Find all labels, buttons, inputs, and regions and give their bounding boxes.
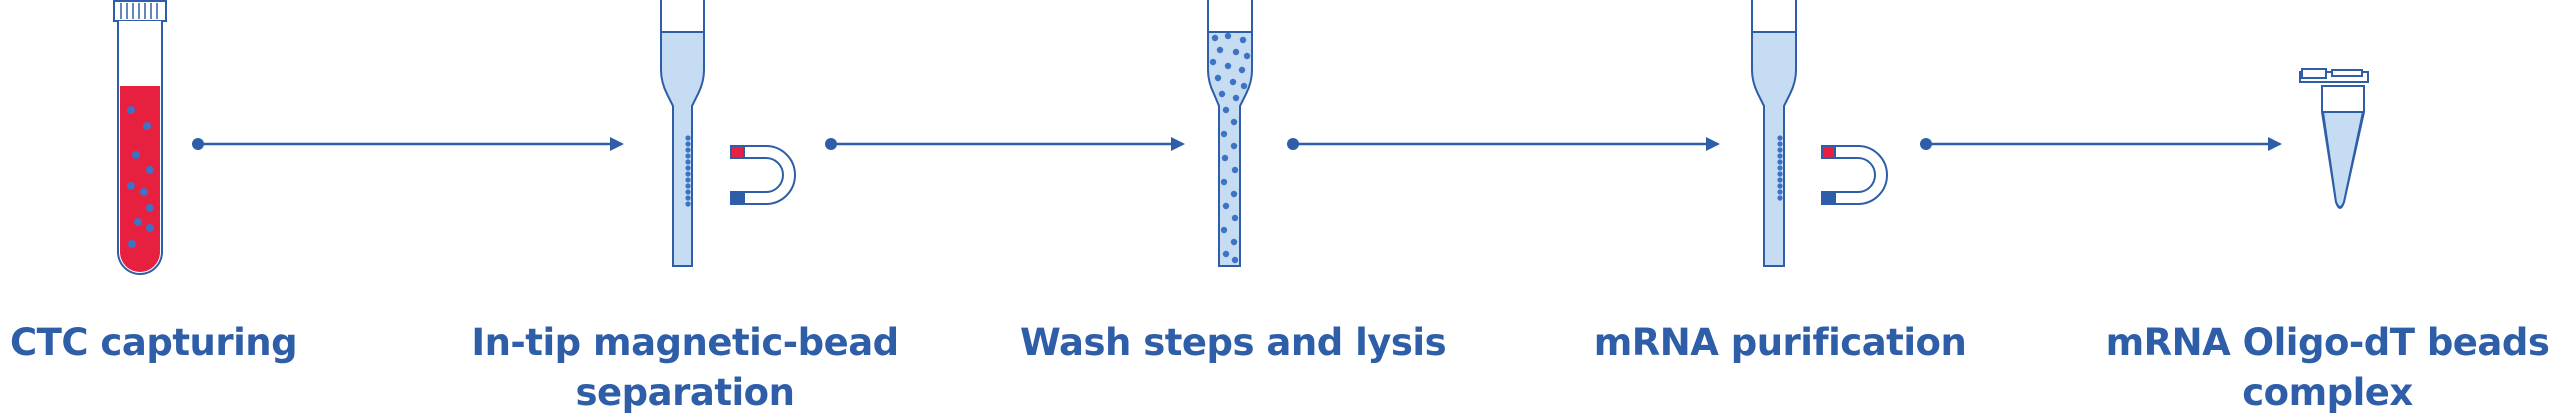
arrow-1 [192,137,624,151]
pipette-tip-magnet-icon [660,0,796,267]
arrow-3 [1287,137,1720,151]
arrow-4 [1920,137,2282,151]
step-label-oligo-dt-complex: mRNA Oligo-dT beads complex [2105,321,2550,414]
pipette-tip-beads-icon [1207,0,1253,267]
arrow-2 [825,137,1185,151]
step-label-mrna-purification: mRNA purification [1593,321,1967,364]
step-label-ctc-capturing: CTC capturing [10,321,298,364]
microcentrifuge-tube-icon [2299,68,2369,209]
blood-tube-icon [113,0,167,275]
step-label-magnetic-bead-separation: In-tip magnetic-bead separation [471,321,899,414]
step-label-wash-and-lysis: Wash steps and lysis [1020,321,1447,364]
pipette-tip-magnet-icon-2 [1751,0,1888,267]
